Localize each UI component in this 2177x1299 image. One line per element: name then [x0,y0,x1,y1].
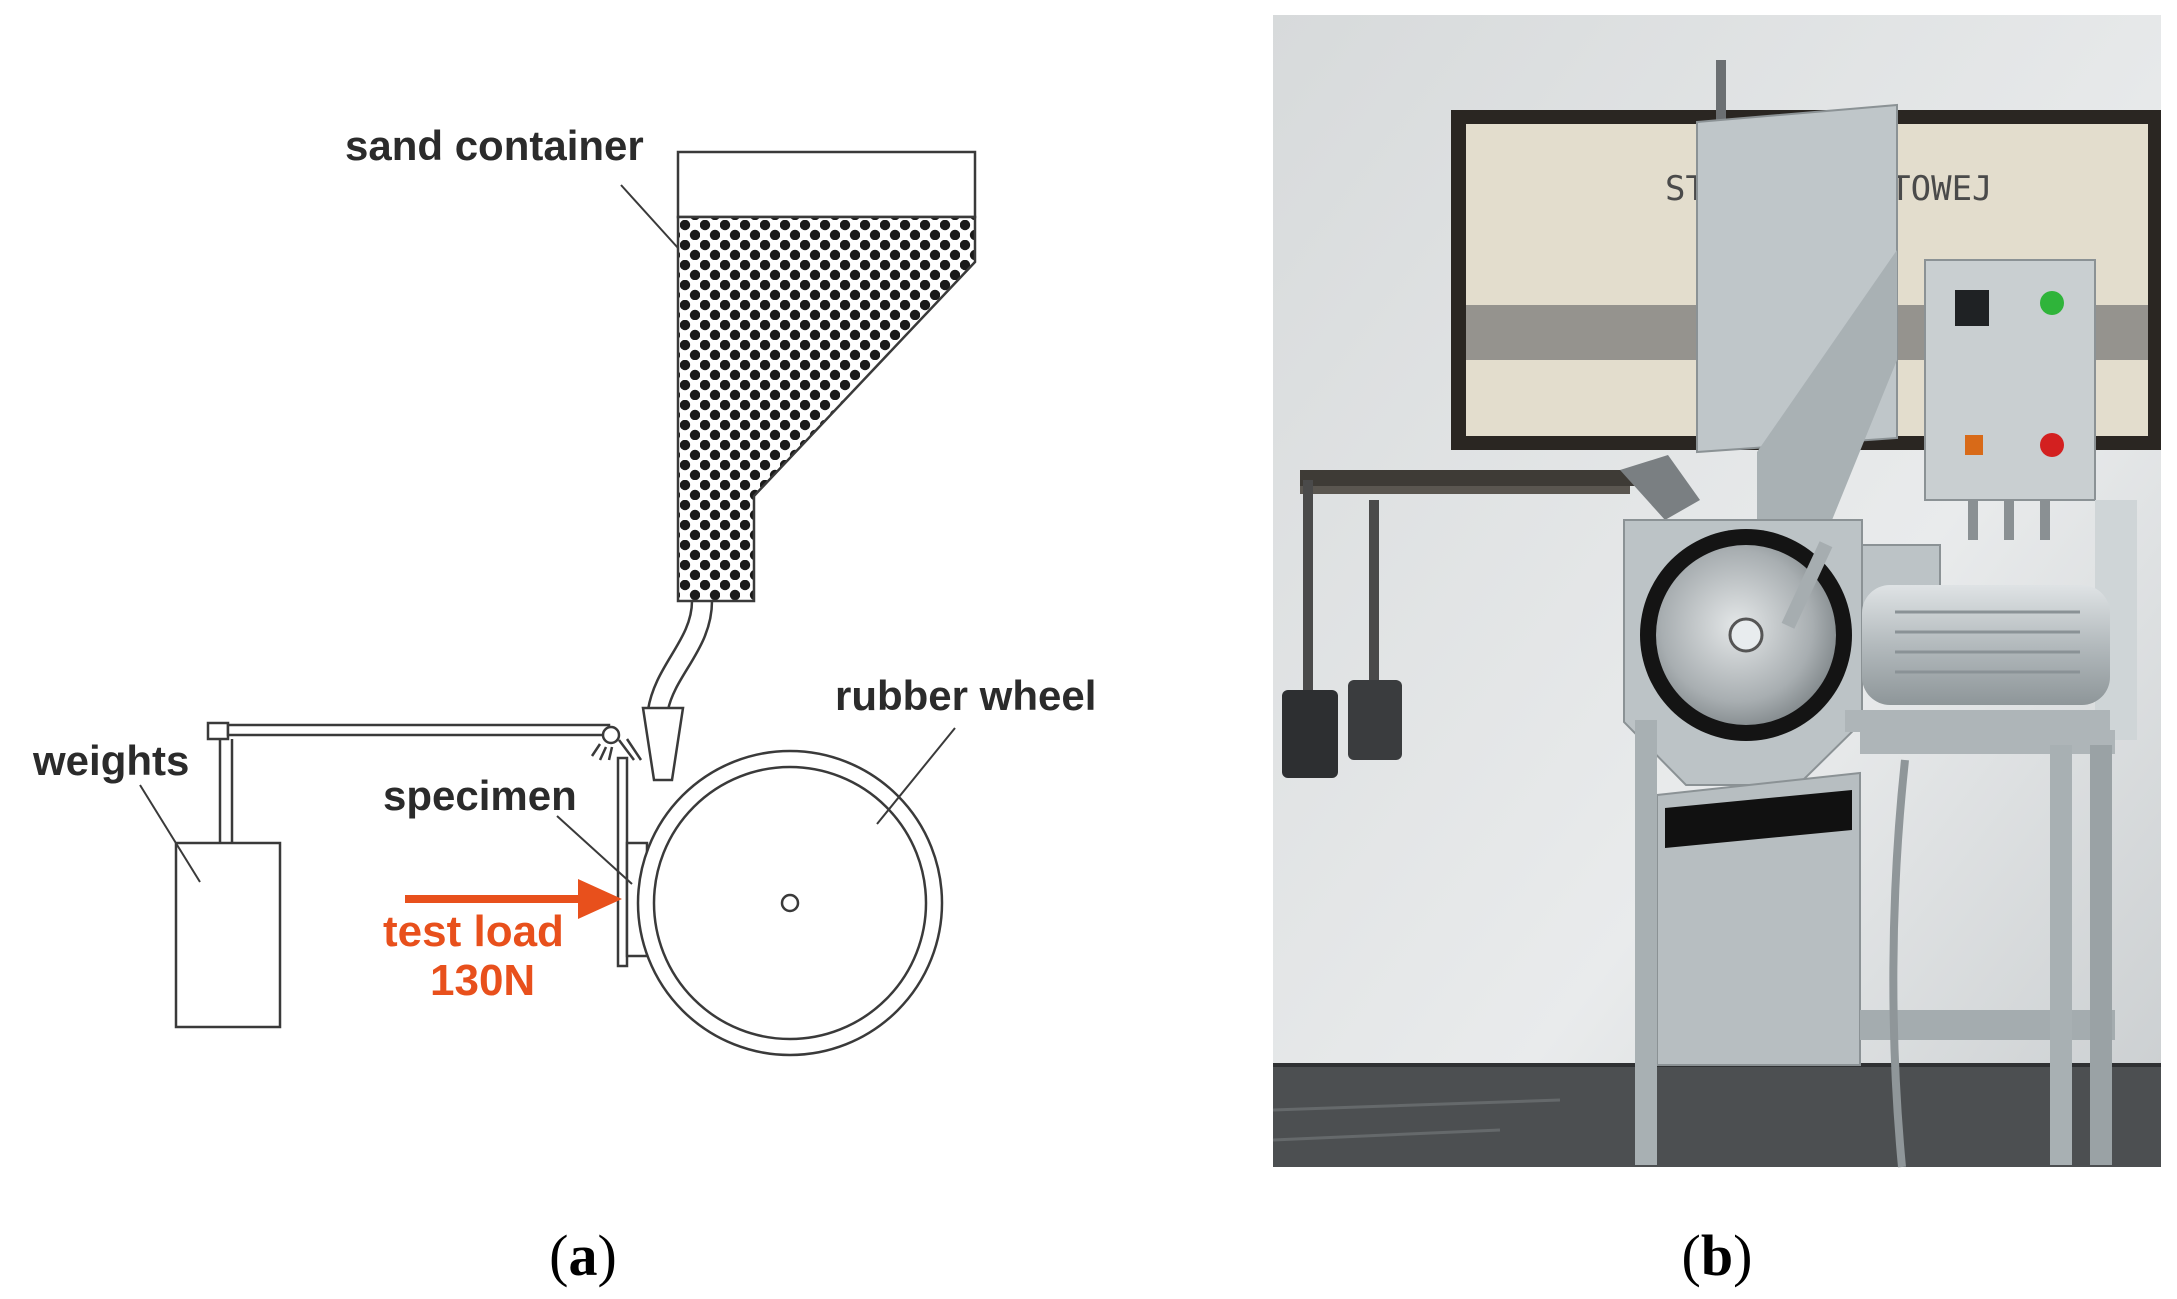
photo-motor [1845,544,2110,732]
caption-a: (a) [549,1223,617,1288]
specimen-label: specimen [383,772,577,819]
photo-stand [1635,720,2115,1168]
rubber-wheel-leader [876,727,956,825]
test-load-value: 130N [430,956,535,1005]
weights-box [174,841,282,1029]
sand-feed-tube [641,600,714,782]
photo-lever-and-weights [1282,455,1700,778]
test-load-label: test load [383,907,564,956]
sand-container [676,150,977,603]
schematic-diagram: sand container rubber wheel weights spec… [32,122,1096,1057]
photo-control-box [1924,259,2137,740]
machine-photo: ST INY PUNKTOWEJ [1272,15,2161,1168]
rubber-wheel [636,749,944,1057]
sand-container-leader [620,184,679,249]
photo-wheel-housing [1623,519,1863,786]
rubber-wheel-label: rubber wheel [835,672,1096,719]
caption-b: (b) [1682,1223,1753,1288]
weights-leader [139,784,201,883]
photo-hopper [1696,60,1898,525]
sand-container-label: sand container [345,122,644,169]
lever-arm [206,721,643,843]
specimen-leader [556,815,633,885]
test-load-arrow [405,879,622,919]
weights-label: weights [32,737,189,784]
